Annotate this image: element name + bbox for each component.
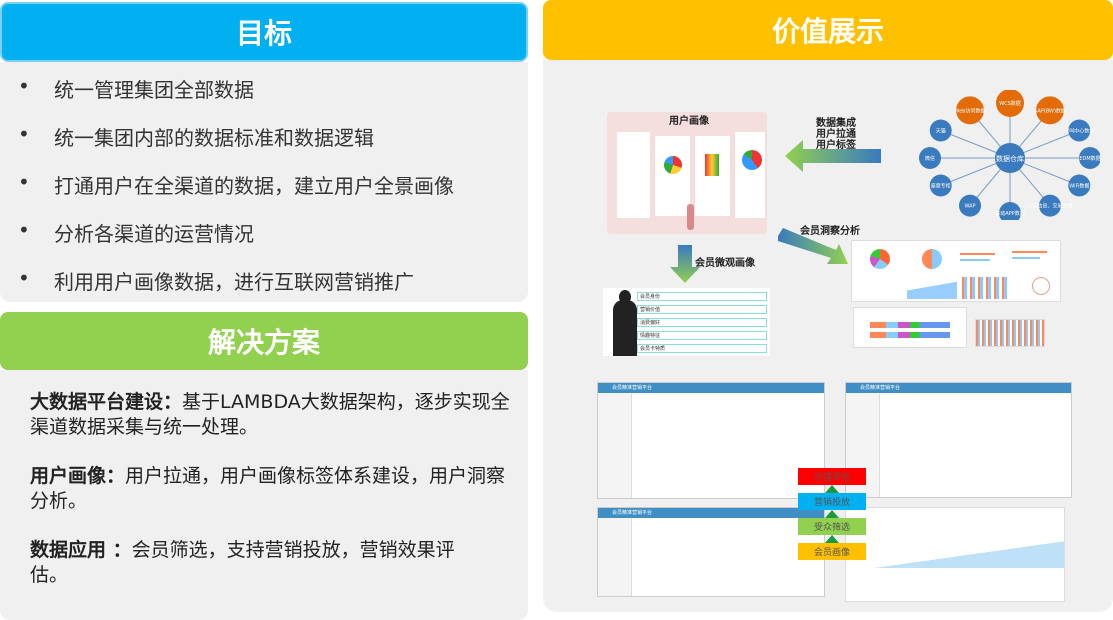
arrow-up-icon <box>825 535 839 543</box>
solution-panel: 大数据平台建设：基于LAMBDA大数据架构，逐步实现全渠道数据采集与统一处理。 … <box>0 370 528 620</box>
value-header: 价值展示 <box>543 0 1113 60</box>
goal-bullet: •统一管理集团全部数据 <box>18 74 254 102</box>
network-node-label: SAP(BW)数据 <box>1034 107 1066 114</box>
member-micro-portrait: 会员身份营销价值消费偏好情趣特征会员卡特质 <box>603 288 770 356</box>
data-warehouse-hub <box>995 143 1025 173</box>
network-node <box>1068 174 1091 197</box>
solution-item: 用户画像：用户拉通，用户画像标签体系建设，用户洞察分析。 <box>30 465 506 512</box>
micro-row: 消费偏好 <box>637 318 767 327</box>
portrait-title: 用户画像 <box>669 116 709 127</box>
network-node-label: WCS数据 <box>999 100 1021 107</box>
stack-layer: 营销投放 <box>798 493 866 510</box>
network-node <box>919 147 941 169</box>
solution-item: 数据应用 ：会员筛选，支持营销投放，营销效果评估。 <box>30 539 455 586</box>
integration-label: 数据集成用户拉通用户标签 <box>816 118 856 151</box>
column-chart <box>975 319 1045 347</box>
network-node-label: 门店信息、交易数据 <box>1027 203 1072 210</box>
arrow-left-icon <box>785 140 881 172</box>
goal-bullet: •统一集团内部的数据标准和数据逻辑 <box>18 122 374 150</box>
micro-row: 营销价值 <box>637 305 767 314</box>
network-node-label: WiFi数据 <box>1069 183 1089 190</box>
arrow-up-icon <box>825 510 839 518</box>
user-portrait-gallery: 用户画像 <box>607 112 767 234</box>
network-node <box>959 194 981 217</box>
micro-row: 会员卡特质 <box>637 344 767 353</box>
network-node <box>996 90 1024 117</box>
goal-panel: •统一管理集团全部数据 •统一集团内部的数据标准和数据逻辑 •打通用户在全渠道的数据… <box>0 62 528 302</box>
solution-header: 解决方案 <box>0 312 528 370</box>
network-node <box>999 202 1021 220</box>
network-node <box>956 96 984 125</box>
network-node-label: 呼叫中心数据 <box>1064 128 1094 135</box>
insight-charts <box>851 240 1061 302</box>
stack-layer: 受众筛选 <box>798 518 866 535</box>
trend-chart <box>845 507 1065 602</box>
network-node <box>929 174 952 197</box>
network-node <box>929 119 952 142</box>
network-node-label: 微信 <box>925 155 935 162</box>
network-node-label: 天猫 <box>936 128 946 135</box>
arrow-diagonal-icon <box>778 228 848 264</box>
arrow-down-icon <box>670 245 700 283</box>
hub-label: 数据仓库 <box>996 154 1024 163</box>
goal-bullet: •利用用户画像数据，进行互联网营销推广 <box>18 266 414 294</box>
stack-layer: 价值评估 <box>798 468 866 485</box>
arrow-up-icon <box>825 485 839 493</box>
network-node <box>1079 147 1100 169</box>
network-node-label: 座席专柜 <box>931 183 951 190</box>
goal-bullet: •打通用户在全渠道的数据，建立用户全景画像 <box>18 170 454 198</box>
insight-label: 会员洞察分析 <box>800 226 860 237</box>
stacked-bar-chart <box>853 307 967 348</box>
platform-window-list: 会员精准营销平台 <box>845 382 1072 498</box>
network-node <box>1036 96 1064 125</box>
platform-window-create: 会员精准营销平台 <box>597 382 825 499</box>
goal-bullet: •分析各渠道的运营情况 <box>18 218 254 246</box>
micro-row: 情趣特征 <box>637 331 767 340</box>
micro-row: 会员身份 <box>637 292 767 301</box>
network-node <box>1068 119 1091 142</box>
micro-portrait-label: 会员微观画像 <box>695 258 755 269</box>
stack-layer: 会员画像 <box>798 543 866 560</box>
network-node-label: Web访问数据 <box>955 107 986 114</box>
solution-item: 大数据平台建设：基于LAMBDA大数据架构，逐步实现全渠道数据采集与统一处理。 <box>30 391 510 438</box>
network-node-label: EDM数据 <box>1079 155 1100 162</box>
network-node-label: 移动APP数据 <box>995 210 1024 217</box>
network-node-label: WAP <box>964 204 975 210</box>
goal-header: 目标 <box>0 2 528 62</box>
network-node <box>1039 194 1061 217</box>
platform-window-analysis: 会员精准营销平台 <box>597 507 825 597</box>
